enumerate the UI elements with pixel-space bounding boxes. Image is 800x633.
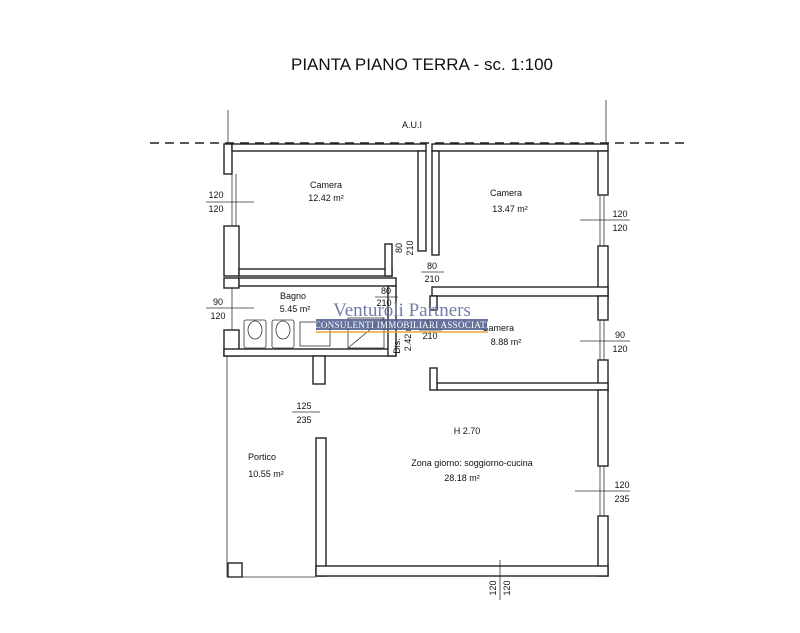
room-name: Camera	[490, 188, 522, 198]
door-height: 210	[424, 274, 439, 284]
room-area: 10.55 m²	[248, 469, 284, 479]
wall	[597, 389, 609, 467]
wall	[238, 268, 393, 277]
wall	[315, 437, 327, 577]
room-area: 8.88 m²	[491, 337, 522, 347]
watermark-tagline: CONSULENTI IMMOBILIARI ASSOCIATI	[315, 320, 490, 330]
opening-height: 120	[502, 580, 512, 595]
room-area: 5.45 m²	[280, 304, 311, 314]
door-height: 210	[405, 240, 415, 255]
room-name: Dis.	[392, 338, 402, 354]
wall	[223, 143, 233, 175]
door-width: 80	[381, 286, 391, 296]
wall	[315, 565, 609, 577]
wall	[429, 295, 438, 311]
toilet-icon	[271, 319, 295, 349]
opening-height: 120	[210, 311, 225, 321]
wall	[384, 243, 393, 277]
wall	[223, 348, 397, 357]
opening-width: 125	[296, 401, 311, 411]
wall	[436, 382, 609, 391]
opening-height: 120	[612, 344, 627, 354]
agency-watermark: Venturoli Partners CONSULENTI IMMOBILIAR…	[315, 300, 490, 333]
door-width: 80	[427, 261, 437, 271]
wall	[231, 143, 427, 152]
wall	[223, 277, 240, 289]
room-name: Zona giorno: soggiorno-cucina	[411, 458, 533, 468]
watermark-band	[316, 319, 488, 330]
wall	[312, 355, 326, 385]
room-area: 2.42 m²	[403, 321, 413, 352]
wall	[238, 277, 397, 287]
watermark-brand: Venturoli Partners	[333, 300, 471, 321]
room-name: Camera	[482, 323, 514, 333]
opening-width: 120	[208, 190, 223, 200]
room-area: 28.18 m²	[444, 473, 480, 483]
wall	[429, 367, 438, 391]
shower-icon	[347, 317, 385, 349]
wall	[597, 150, 609, 196]
bidet-icon	[243, 319, 267, 349]
portico-column	[227, 562, 243, 578]
opening-height: 235	[296, 415, 311, 425]
room-name: Camera	[310, 180, 342, 190]
opening-height: 120	[612, 223, 627, 233]
plan-title: PIANTA PIANO TERRA - sc. 1:100	[291, 55, 553, 74]
ceiling-height: H 2.70	[454, 426, 481, 436]
wall	[597, 295, 609, 321]
opening-width: 120	[614, 480, 629, 490]
wall	[431, 150, 440, 256]
door-height: 210	[376, 298, 391, 308]
door-height: 210	[422, 331, 437, 341]
opening-width: 90	[615, 330, 625, 340]
wall	[223, 225, 240, 277]
walls	[223, 143, 609, 578]
room-area: 13.47 m²	[492, 204, 528, 214]
room-name: Portico	[248, 452, 276, 462]
window-jambs	[231, 174, 605, 516]
opening-width: 120	[488, 580, 498, 595]
room-area: 12.42 m²	[308, 193, 344, 203]
wall	[431, 286, 609, 297]
wall	[417, 150, 427, 252]
opening-height: 120	[208, 204, 223, 214]
sink-icon	[299, 321, 331, 347]
opening-width: 90	[213, 297, 223, 307]
wall	[431, 143, 609, 152]
door-width: 80	[394, 243, 404, 253]
boundary-label: A.U.I	[402, 120, 422, 130]
opening-height: 235	[614, 494, 629, 504]
room-name: Bagno	[280, 291, 306, 301]
opening-width: 120	[612, 209, 627, 219]
